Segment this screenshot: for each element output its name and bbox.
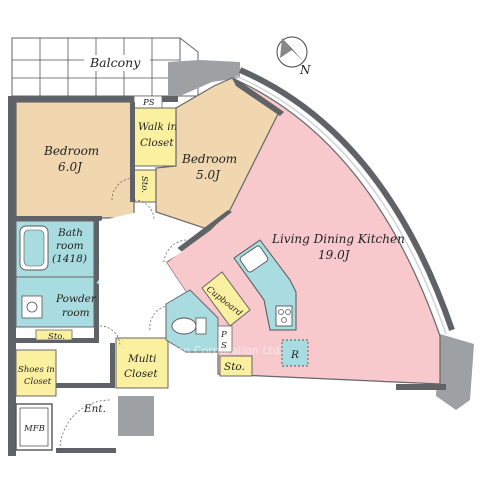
shoes-closet-label-1: Shoes in xyxy=(18,365,55,375)
cupboard-area xyxy=(201,271,251,327)
balcony-label: Balcony xyxy=(89,55,141,70)
powder-room-label-1: Powder xyxy=(55,293,97,305)
ldk-label: Living Dining Kitchen xyxy=(271,232,405,246)
curved-window-facade xyxy=(238,67,455,331)
door-swings xyxy=(99,177,187,347)
shoes-closet-label-2: Closet xyxy=(24,377,52,387)
fridge-label: R xyxy=(290,349,299,361)
multi-closet-label-2: Closet xyxy=(124,368,158,380)
storage-bedroom-label: Sto. xyxy=(139,176,149,193)
bedroom-2-label: Bedroom xyxy=(181,152,237,166)
exterior-walls xyxy=(8,60,474,456)
powder-room-label-2: room xyxy=(62,307,90,319)
entrance-label: Ent. xyxy=(83,403,106,415)
bathroom-label-2: room xyxy=(56,240,84,252)
kitchen-island xyxy=(233,239,297,331)
ps-mid-label-p: P xyxy=(220,330,227,340)
multi-closet-label-1: Multi xyxy=(127,353,156,365)
hallway-area xyxy=(99,212,186,343)
shoes-closet-area xyxy=(15,349,57,397)
storage-powder-label: Sto. xyxy=(48,332,65,342)
mfb-label: MFB xyxy=(23,424,45,434)
interior-walls xyxy=(16,78,284,388)
storage-lower-label: Sto. xyxy=(224,361,245,373)
compass-north-label: N xyxy=(299,63,311,77)
multi-closet-area xyxy=(115,337,169,389)
ps-top-label: PS xyxy=(142,98,155,108)
storage-lower-area xyxy=(219,355,253,377)
bedroom-1-size: 6.0J xyxy=(58,160,83,174)
north-arrow: N xyxy=(276,36,311,77)
bedroom-1-label: Bedroom xyxy=(43,144,99,158)
walk-in-closet-label-1: Walk in xyxy=(138,121,178,133)
ldk-size-label: 19.0J xyxy=(318,248,351,262)
storage-powder-area xyxy=(35,329,73,341)
bathroom-label-1: Bath xyxy=(57,227,83,239)
ps-mid-label-s: S xyxy=(221,341,227,351)
watermark-text: Ken Corporation Ltd xyxy=(170,344,280,357)
bedroom-2-size: 5.0J xyxy=(196,168,221,182)
walk-in-closet-label-2: Closet xyxy=(140,137,174,149)
bathroom-label-3: (1418) xyxy=(52,253,87,265)
